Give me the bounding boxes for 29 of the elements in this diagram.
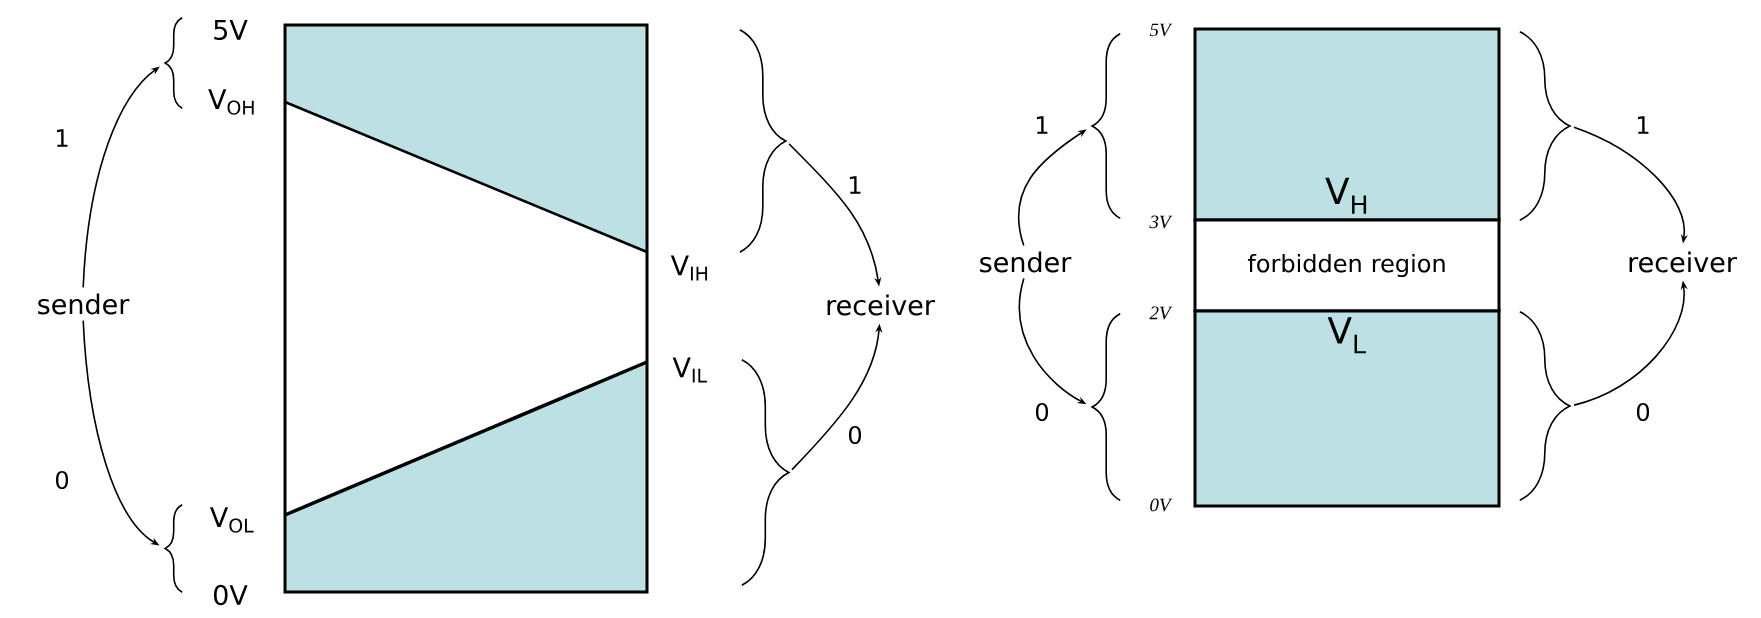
curly-brace	[1091, 313, 1121, 501]
voltage-band: V$_{H}$	[1193, 27, 1501, 222]
voltage-band: forbidden region	[1193, 218, 1501, 313]
curly-brace	[741, 359, 790, 586]
edge-label: 1	[1638, 116, 1649, 134]
edge-label: 0	[848, 425, 862, 445]
node-label: receiver	[1629, 251, 1737, 273]
curly-brace	[1519, 31, 1571, 221]
curly-brace	[1519, 311, 1571, 501]
voltage-label: 3V	[1149, 215, 1173, 229]
edge-label: 0	[1636, 402, 1650, 422]
curly-brace	[164, 504, 183, 593]
edge-label: 1	[57, 129, 68, 147]
curly-brace	[164, 17, 183, 109]
node-label: receiver	[827, 294, 935, 316]
edge-label: 0	[1035, 402, 1049, 422]
node-label: sender	[980, 251, 1072, 273]
voltage-label: 5V	[214, 19, 248, 41]
voltage-label: 0V	[1150, 498, 1173, 512]
edge-label: 1	[850, 176, 861, 194]
edge-label: 0	[55, 470, 69, 490]
voltage-band: V$_{L}$	[1193, 309, 1501, 508]
curly-brace	[739, 29, 787, 253]
curly-brace	[1091, 33, 1121, 219]
voltage-label: 2V	[1149, 306, 1173, 320]
voltage-label: 5V	[1149, 23, 1173, 37]
voltage-label: 0V	[214, 584, 248, 606]
node-label: sender	[38, 293, 130, 315]
edge-label: 1	[1037, 116, 1048, 134]
